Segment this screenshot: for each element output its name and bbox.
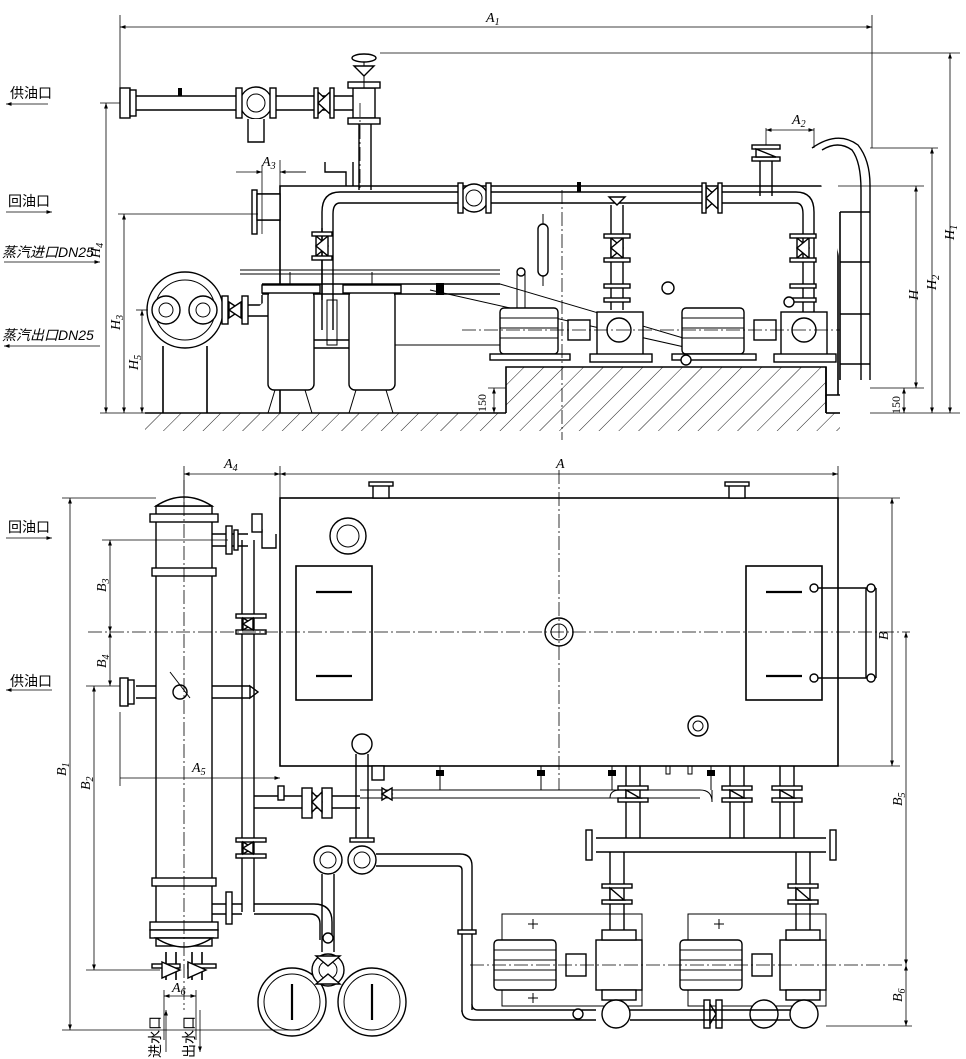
label-water-inlet: 进水口 (147, 1016, 163, 1058)
dim-B4: B4 (95, 654, 112, 668)
dim-H: H (907, 289, 922, 301)
dim-H1: H1 (943, 225, 960, 241)
plan-steam-lines (313, 733, 715, 1021)
supply-manifold (119, 53, 381, 190)
ladder (811, 137, 871, 380)
dim-150-right: 150 (889, 396, 903, 414)
pump-motor-set-2-plan (572, 913, 827, 1029)
dimension-lines (62, 15, 960, 1040)
plan-pump-manifold (585, 766, 837, 940)
ground-hatching (145, 366, 840, 431)
port-labels: 供油口 回油口 蒸汽进口DN25 蒸汽出口DN25 回油口 供油口 进水口 出水… (2, 85, 197, 1058)
dim-B: B (877, 631, 892, 640)
label-water-outlet: 出水口 (181, 1016, 197, 1058)
dim-B6: B6 (891, 988, 908, 1002)
dim-B5: B5 (891, 792, 908, 806)
label-return-oil-port-top: 回油口 (8, 193, 50, 209)
gauges-bottom (257, 953, 407, 1037)
elevation-view (119, 53, 871, 440)
dim-H5: H5 (127, 355, 144, 371)
ladder-plan (809, 583, 877, 683)
heat-exchanger-end-view (146, 271, 273, 413)
dim-H3: H3 (109, 315, 126, 331)
label-steam-inlet: 蒸汽进口DN25 (2, 244, 94, 260)
dim-A2: A2 (791, 113, 806, 130)
pump-motor-set-2-elevation (671, 307, 837, 366)
dim-A: A (555, 457, 565, 472)
filters (261, 272, 500, 414)
pump-motor-set-1-plan (493, 913, 643, 1029)
dim-150-left: 150 (475, 394, 489, 412)
label-return-oil-port-plan: 回油口 (8, 519, 50, 535)
dim-B3: B3 (95, 578, 112, 592)
header-pipe (321, 144, 815, 330)
dim-A1: A1 (485, 11, 500, 28)
level-gauge (537, 214, 549, 286)
dim-A4: A4 (223, 457, 238, 474)
manholes (295, 517, 823, 737)
return-oil-stub (251, 166, 281, 235)
pump-motor-set-1-elevation (489, 307, 653, 363)
dim-B2: B2 (79, 776, 96, 790)
dim-A3: A3 (261, 155, 276, 172)
vertical-branches (311, 196, 817, 310)
dim-B1: B1 (55, 762, 72, 776)
label-steam-outlet: 蒸汽出口DN25 (2, 327, 94, 343)
plan-pipes-left (119, 513, 360, 940)
dimension-labels: A1 A2 A3 A4 A A5 A6 H1 H2 H 150 H4 H3 H5… (55, 11, 960, 1002)
motor-marks (528, 919, 724, 1003)
label-supply-oil-port-plan: 供油口 (10, 673, 52, 689)
dim-A6: A6 (171, 981, 186, 998)
plan-view (88, 470, 910, 1037)
port-arrows (4, 102, 202, 1052)
label-supply-oil-port-top: 供油口 (10, 85, 52, 101)
dim-H2: H2 (925, 275, 942, 291)
